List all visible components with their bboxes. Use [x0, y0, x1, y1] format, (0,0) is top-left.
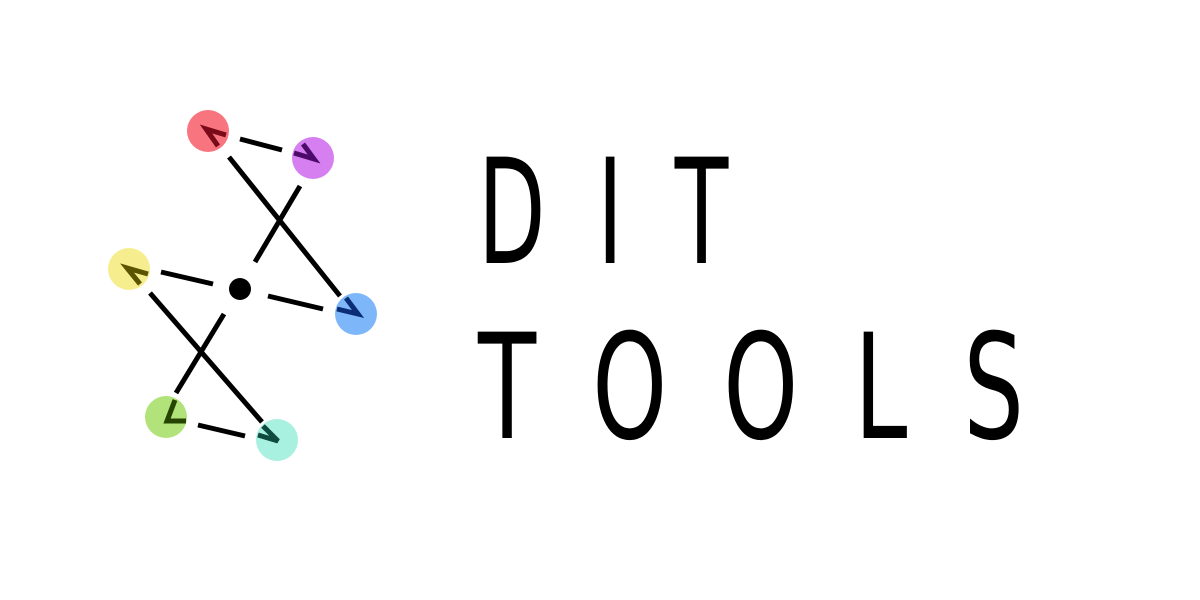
center-node	[229, 278, 251, 300]
connector-yellow-center	[160, 269, 214, 287]
connector-red-blue	[227, 155, 342, 298]
connector-yellow-teal	[148, 291, 264, 424]
connector-purple-center	[252, 184, 303, 264]
teal-chevron	[257, 424, 280, 444]
connector-center-blue	[267, 293, 324, 312]
green-chevron	[163, 399, 186, 424]
connector-lines	[148, 136, 342, 439]
red-chevron	[199, 124, 227, 148]
wordmark-line-tools: TOOLS	[477, 303, 1080, 473]
wordmark-line-dit: DIT	[478, 128, 780, 298]
connector-green-teal	[197, 422, 246, 439]
connector-red-purple	[239, 136, 283, 153]
yellow-chevron	[120, 263, 149, 286]
connector-center-green	[173, 312, 227, 395]
blue-chevron	[336, 296, 365, 319]
purple-chevron	[293, 142, 321, 164]
